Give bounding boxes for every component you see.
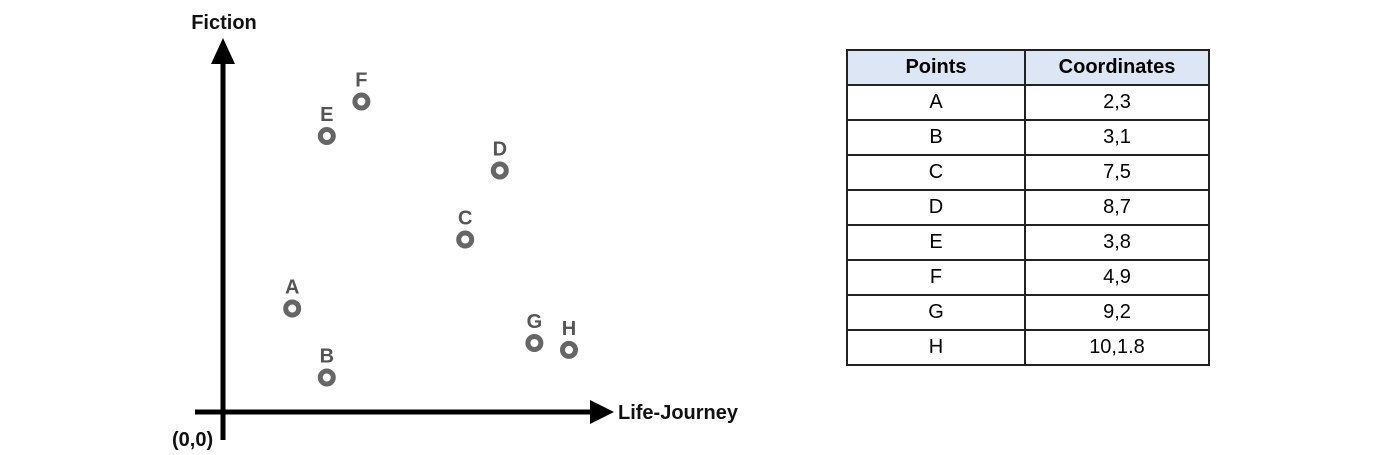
point-label-d: D: [493, 139, 507, 161]
point-name-cell: G: [846, 294, 1026, 331]
point-label-a: A: [285, 277, 299, 299]
point-name-cell: D: [846, 189, 1026, 226]
coordinates-cell: 9,2: [1024, 294, 1210, 331]
point-name-cell: B: [846, 119, 1026, 156]
point-name-cell: A: [846, 84, 1026, 121]
data-point-f: [352, 92, 371, 111]
point-label-h: H: [562, 318, 576, 340]
data-point-c: [456, 230, 475, 249]
coordinates-cell: 8,7: [1024, 189, 1210, 226]
header-coordinates: Coordinates: [1024, 49, 1210, 86]
coordinates-cell: 2,3: [1024, 84, 1210, 121]
data-point-d: [490, 161, 509, 180]
data-point-e: [317, 127, 336, 145]
table-header-row: Points Coordinates: [846, 49, 1210, 86]
point-name-cell: F: [846, 259, 1026, 296]
data-point-g: [525, 334, 544, 352]
header-points: Points: [846, 49, 1026, 86]
x-axis-label: Life-Journey: [618, 402, 739, 424]
coordinates-cell: 3,8: [1024, 224, 1210, 261]
origin-label: (0,0): [172, 429, 213, 451]
point-name-cell: H: [846, 329, 1026, 366]
point-name-cell: C: [846, 154, 1026, 191]
coordinates-cell: 10,1.8: [1024, 329, 1210, 366]
point-name-cell: E: [846, 224, 1026, 261]
coordinates-cell: 3,1: [1024, 119, 1210, 156]
data-point-a: [283, 299, 302, 318]
point-label-f: F: [355, 70, 367, 92]
point-label-e: E: [320, 104, 333, 126]
coordinates-cell: 4,9: [1024, 259, 1210, 296]
x-axis-arrowhead: [590, 400, 614, 424]
y-axis-label: Fiction: [191, 12, 257, 34]
data-point-h: [560, 340, 578, 359]
coordinates-cell: 7,5: [1024, 154, 1210, 191]
point-label-b: B: [320, 346, 334, 368]
point-label-c: C: [458, 208, 472, 230]
data-point-b: [317, 368, 336, 387]
point-label-g: G: [527, 311, 543, 333]
y-axis-arrowhead: [211, 38, 235, 64]
